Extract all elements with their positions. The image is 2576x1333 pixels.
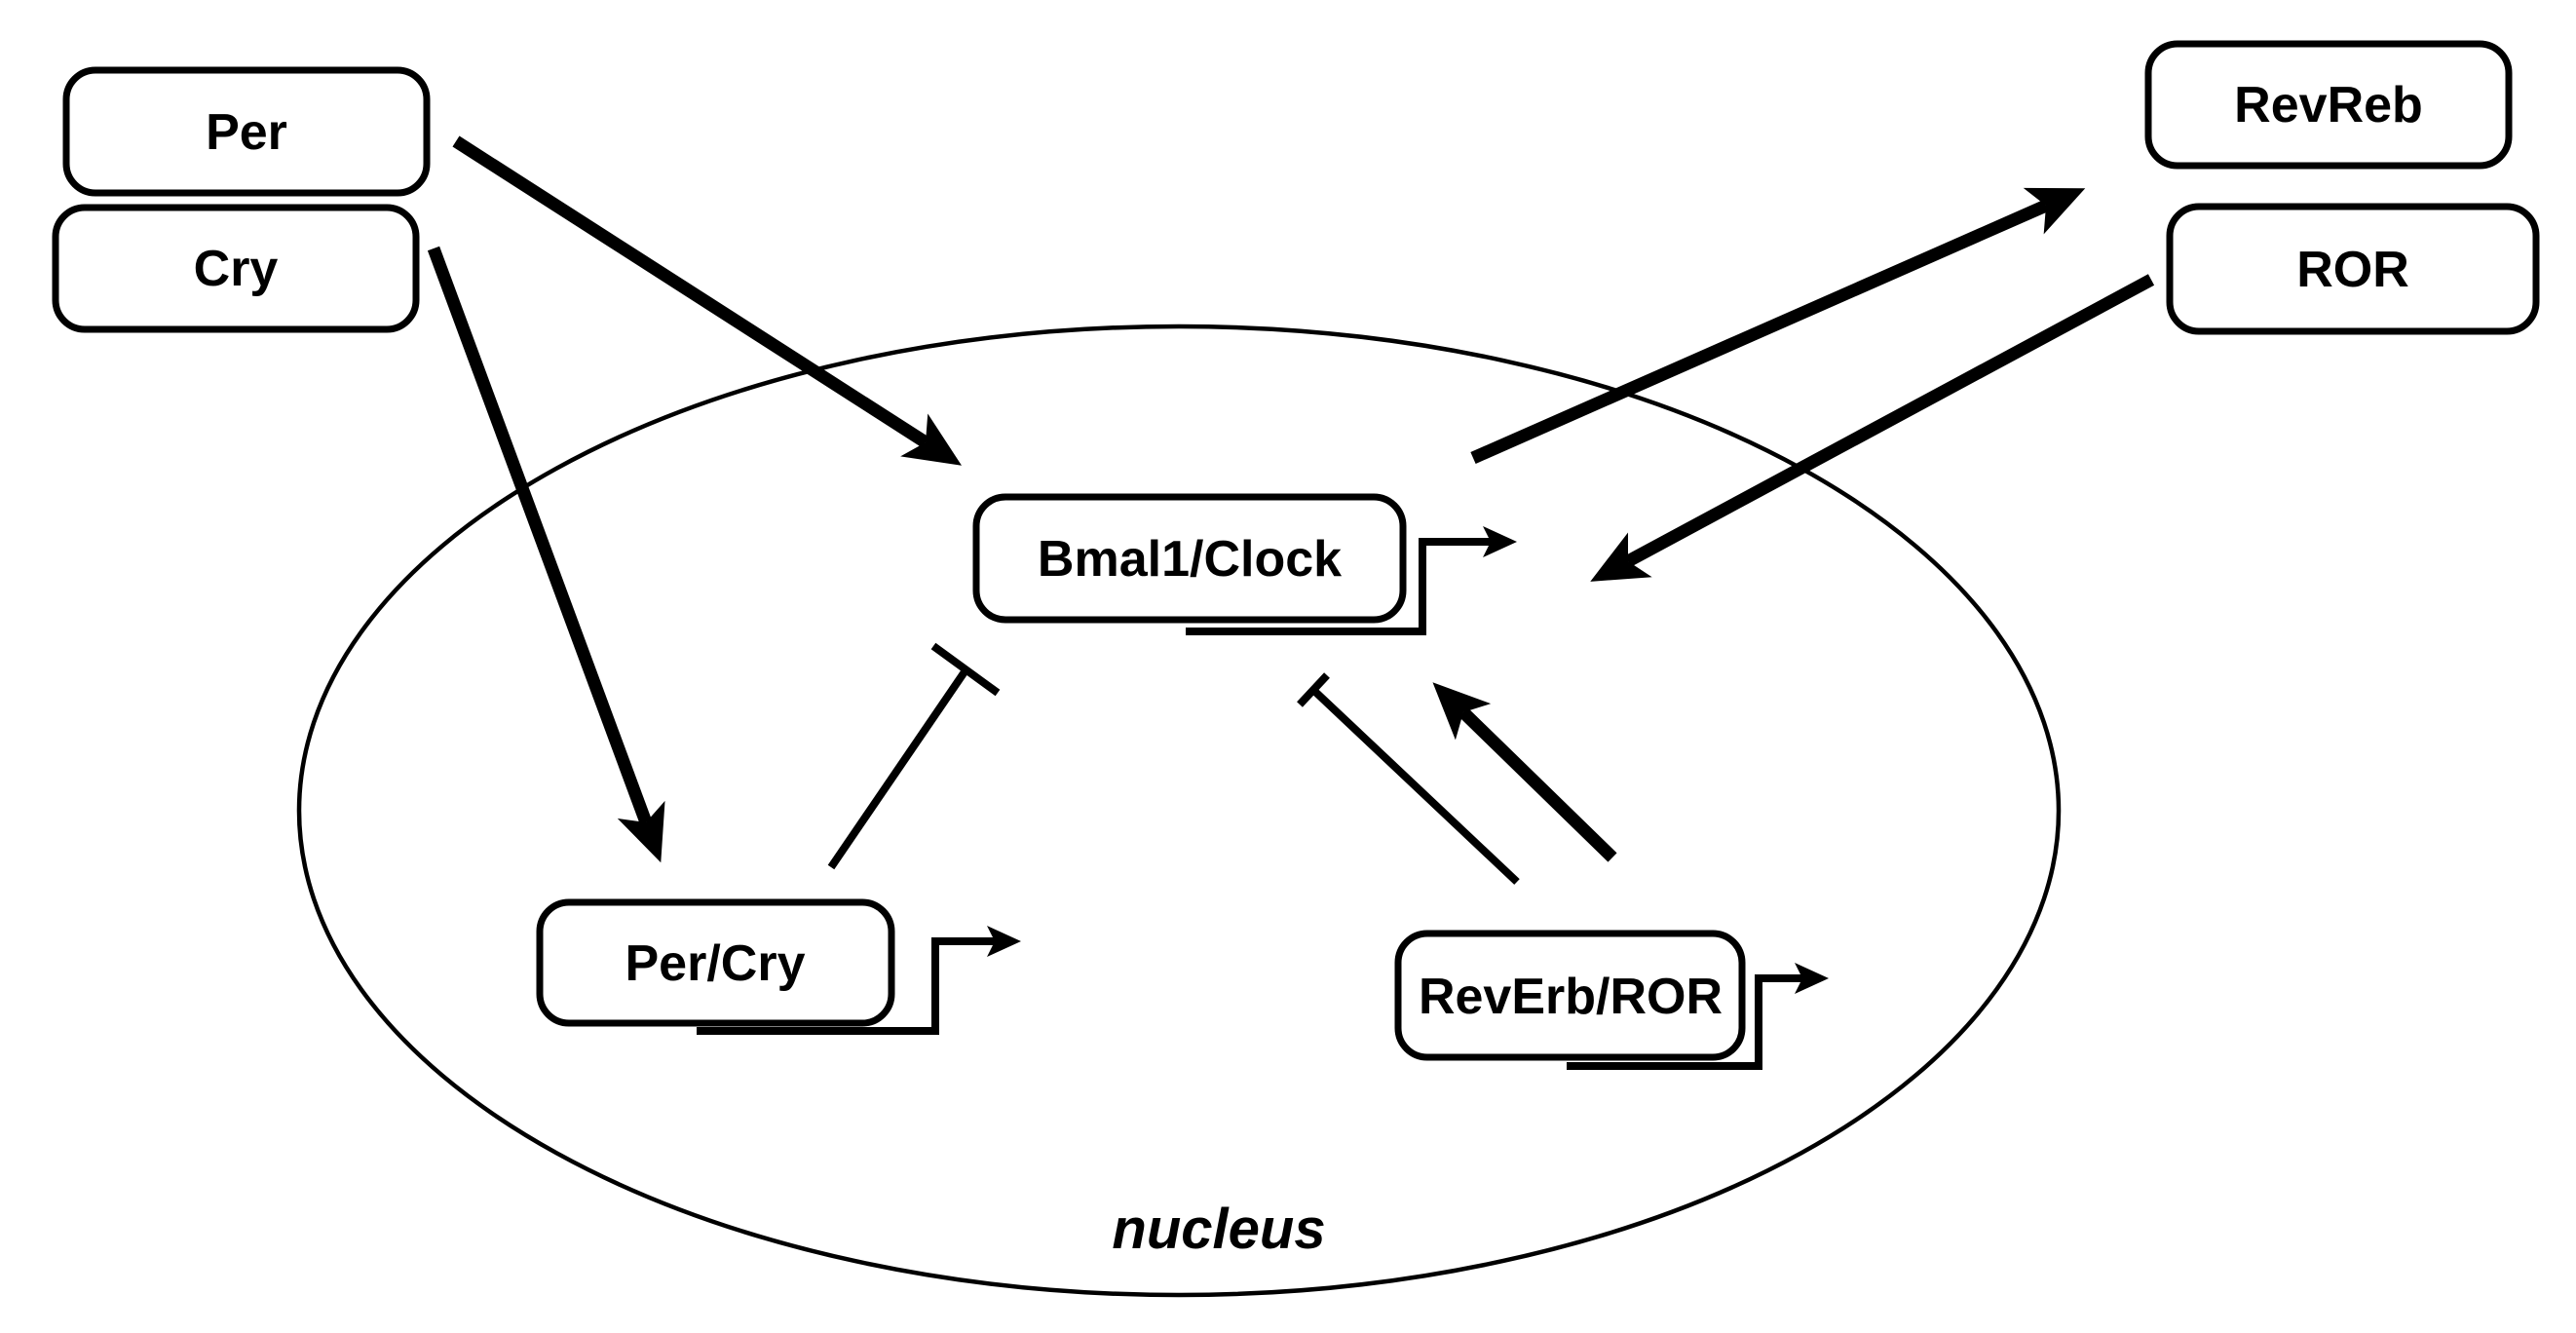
- node-reverb-ror-box: [1394, 930, 1746, 1061]
- node-cry-box: [52, 204, 420, 333]
- node-per: Per: [62, 66, 431, 197]
- node-reverb-ror-label: RevErb/ROR: [1419, 969, 1723, 1025]
- node-bmal1-clock-label: Bmal1/Clock: [1038, 531, 1342, 588]
- node-reverb-ror: RevErb/ROR: [1394, 930, 1746, 1061]
- node-layer: Per Cry RevReb ROR Bmal1/Clock Per/Cry R…: [52, 40, 2540, 1061]
- activation-arrow-cry-to-percry: [427, 246, 665, 863]
- node-ror: ROR: [2166, 203, 2540, 335]
- inhibition-shaft: [1310, 687, 1520, 885]
- node-revreb: RevReb: [2144, 40, 2513, 170]
- node-ror-label: ROR: [2296, 242, 2409, 298]
- node-per-box: [62, 66, 431, 197]
- activation-arrow-bmal1clock-to-revreb: [1470, 187, 2086, 464]
- nucleus-ellipse: [296, 324, 2062, 1298]
- node-per-cry-label: Per/Cry: [625, 935, 806, 992]
- node-bmal1-clock: Bmal1/Clock: [972, 493, 1407, 624]
- inhibition-crossbar: [1297, 672, 1330, 707]
- node-per-cry-box: [536, 898, 895, 1027]
- inhibition-shaft: [827, 667, 969, 870]
- promoter-arrow-percry: [697, 926, 1021, 1035]
- edge-layer: [427, 135, 2155, 1070]
- activation-arrow-ror-to-bmal1clock: [1590, 274, 2155, 582]
- inhibition-tbar-percry-to-bmal1clock: [827, 642, 1001, 870]
- inhibition-tbar-reverbror-to-bmal1clock: [1297, 672, 1520, 885]
- node-ror-box: [2166, 203, 2540, 335]
- promoter-arrow-reverbror: [1567, 963, 1829, 1070]
- node-cry: Cry: [52, 204, 420, 333]
- node-bmal1-clock-box: [972, 493, 1407, 624]
- nucleus-label: nucleus: [1112, 1198, 1325, 1261]
- activation-arrow-reverbror-to-bmal1clock: [1432, 682, 1617, 862]
- node-per-cry: Per/Cry: [536, 898, 895, 1027]
- node-revreb-box: [2144, 40, 2513, 170]
- node-per-label: Per: [206, 104, 287, 161]
- node-revreb-label: RevReb: [2234, 77, 2423, 133]
- activation-arrow-per-to-bmal1clock: [452, 135, 963, 466]
- node-cry-label: Cry: [194, 241, 279, 297]
- promoter-arrow-bmal1clock: [1186, 526, 1517, 635]
- inhibition-crossbar: [930, 642, 1001, 697]
